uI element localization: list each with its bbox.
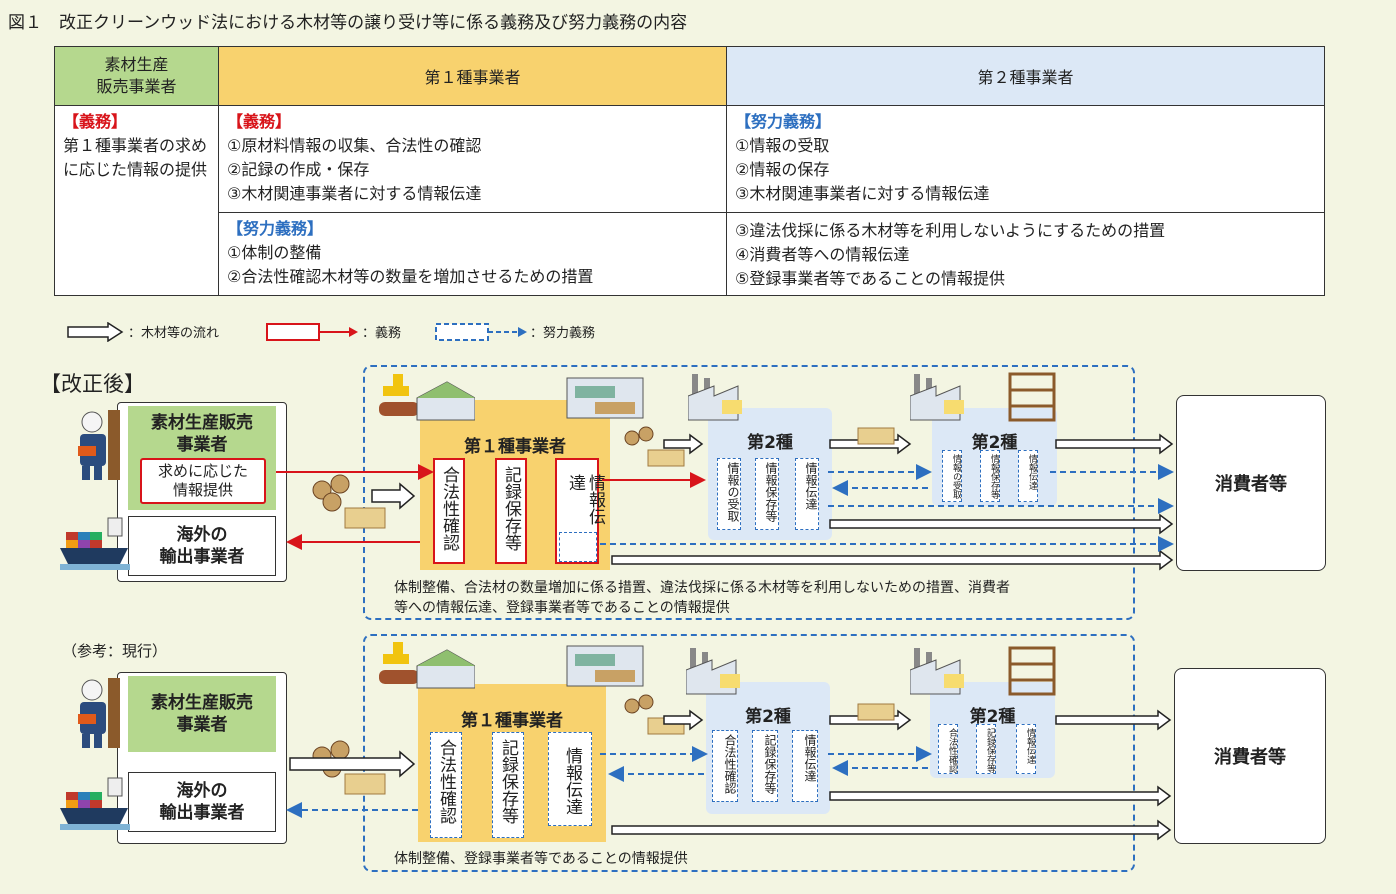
effort-arrow-icon [435, 323, 527, 341]
log-pile-icon [624, 694, 685, 735]
producer-box-current: 素材生産販売 事業者 [128, 676, 276, 752]
header-type2: 第２種事業者 [726, 46, 1325, 106]
effort-note-current: 体制整備、登録事業者等であることの情報提供 [394, 851, 688, 867]
producer-box-after: 素材生産販売 事業者 求めに応じた 情報提供 [128, 406, 276, 510]
warehouse-forklift-icon [379, 642, 475, 689]
info-transmission-box: 情報伝達 [1016, 724, 1036, 774]
duty-tag: 【義務】 [227, 112, 292, 131]
list-item: ②情報の保存 [735, 160, 830, 179]
info-provision-box: 求めに応じた 情報提供 [140, 458, 266, 504]
info-transmission-label: 情報伝達 [565, 474, 605, 525]
legality-check-box: 合法性確認 [433, 458, 465, 564]
info-storage-box: 情報保存等 [980, 450, 1000, 502]
sawmill-icon [566, 645, 644, 687]
info-storage-box: 情報保存等 [755, 458, 779, 530]
cell-type1-effort: 【努力義務】 ①体制の整備 ②合法性確認木材等の数量を増加させるための措置 [218, 212, 727, 296]
list-item: ⑤登録事業者等であることの情報提供 [735, 269, 1006, 288]
log-pile-icon [624, 426, 685, 467]
consumer-box-after: 消費者等 [1176, 395, 1326, 571]
figure-title: 図１ 改正クリーンウッド法における木材等の譲り受け等に係る義務及び努力義務の内容 [8, 13, 688, 33]
list-item: ①体制の整備 [227, 243, 322, 262]
record-keeping-box: 記録保存等 [976, 724, 996, 774]
effort-tag: 【努力義務】 [735, 112, 832, 131]
info-transmission-box: 情報伝達 [548, 732, 592, 826]
list-item: ①原材料情報の収集、合法性の確認 [227, 136, 482, 155]
cargo-ship-icon [60, 517, 130, 570]
flow-arrows-after [276, 426, 1174, 571]
cargo-ship-icon [60, 777, 130, 830]
cell-type1-duty: 【義務】 ①原材料情報の収集、合法性の確認 ②記録の作成・保存 ③木材関連事業者… [218, 105, 727, 213]
effort-tag: 【努力義務】 [227, 219, 324, 238]
list-item: ②記録の作成・保存 [227, 160, 370, 179]
producer-label: 素材生産販売 事業者 [151, 413, 253, 455]
info-transmission-box: 情報伝達 [795, 458, 819, 530]
flow-arrows-current [286, 694, 1172, 841]
record-keeping-box: 記録保存等 [492, 732, 524, 838]
record-keeping-box: 記録保存等 [752, 730, 778, 802]
duty-arrow-icon [266, 323, 358, 341]
sawmill-icon [566, 377, 644, 419]
list-item: ③木材関連事業者に対する情報伝達 [735, 184, 990, 203]
cell-producer: 【義務】 第１種事業者の求めに応じた情報の提供 [54, 105, 219, 296]
legend-effort: ：努力義務 [530, 326, 596, 341]
info-receive-box: 情報の受取 [717, 458, 741, 530]
header-type1: 第１種事業者 [218, 46, 727, 106]
info-transmission-box: 情報伝達 [792, 730, 818, 802]
record-keeping-box: 記録保存等 [495, 458, 527, 564]
type2a-label: 第2種 [747, 433, 793, 453]
consumer-box-current: 消費者等 [1174, 668, 1326, 844]
duty-tag: 【義務】 [63, 112, 128, 131]
worker-icon [78, 410, 120, 480]
section-title-current: （参考：現行） [62, 642, 168, 660]
worker-icon [78, 678, 120, 748]
legality-check-box: 合法性確認 [712, 730, 738, 802]
factory-icon [686, 648, 740, 695]
list-item: ②合法性確認木材等の数量を増加させるための措置 [227, 267, 594, 286]
duty-table: 素材生産 販売事業者 第１種事業者 第２種事業者 【義務】 第１種事業者の求めに… [54, 46, 1325, 296]
legality-check-box: 合法性確認 [430, 732, 462, 838]
list-item: ③木材関連事業者に対する情報伝達 [227, 184, 482, 203]
producer-duty-text: 第１種事業者の求めに応じた情報の提供 [63, 136, 208, 179]
info-transmission-box: 情報伝達 [1018, 450, 1038, 502]
effort-area-current [363, 634, 1135, 872]
exporter-box-current: 海外の 輸出事業者 [128, 772, 276, 832]
type2b-label: 第2種 [969, 707, 1016, 727]
effort-area-after [363, 365, 1135, 620]
list-item: ③違法伐採に係る木材等を利用しないようにするための措置 [735, 221, 1166, 240]
factory-icon [688, 374, 742, 421]
factory-construction-icon [910, 372, 1056, 422]
info-transmission-box: 情報伝達 [555, 458, 605, 564]
exporter-box-after: 海外の 輸出事業者 [128, 516, 276, 576]
section-title-after: 【改正後】 [40, 372, 145, 396]
type2a-label: 第2種 [745, 707, 791, 727]
type1-label: 第１種事業者 [464, 437, 566, 457]
type2b-label: 第2種 [971, 433, 1018, 453]
warehouse-forklift-icon [379, 374, 475, 421]
list-item: ①情報の受取 [735, 136, 830, 155]
list-item: ④消費者等への情報伝達 [735, 245, 910, 264]
effort-note-after: 体制整備、合法材の数量増加に係る措置、違法伐採に係る木材等を利用しないための措置… [394, 580, 1010, 616]
factory-construction-icon [910, 646, 1056, 696]
legend-flow: ：木材等の流れ [128, 326, 220, 341]
legend-duty: ：義務 [362, 326, 402, 341]
header-producer: 素材生産 販売事業者 [54, 46, 219, 106]
cell-type2-effort: 【努力義務】 ①情報の受取 ②情報の保存 ③木材関連事業者に対する情報伝達 ③違… [726, 105, 1325, 296]
info-receive-box: 情報の受取 [942, 450, 962, 502]
log-pile-icon [312, 474, 386, 529]
type1-label: 第１種事業者 [461, 711, 563, 731]
legality-check-box: 合法性確認 [938, 724, 958, 774]
flow-arrow-icon [67, 322, 124, 342]
